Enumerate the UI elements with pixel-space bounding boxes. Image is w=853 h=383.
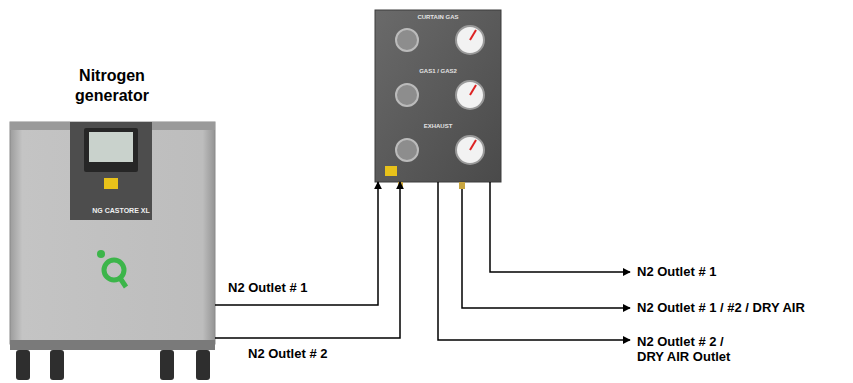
edge-label: N2 Outlet # 2 <box>248 346 327 361</box>
generator-cabinet <box>10 122 215 380</box>
outlet-label: N2 Outlet # 2 / DRY AIR Outlet <box>637 334 749 364</box>
panel-label: CURTAIN GAS <box>375 13 501 21</box>
generator-box: Nitrogen generatorNG CASTORE XL <box>10 122 215 344</box>
outlet-lines <box>438 182 630 340</box>
model-name: NG CASTORE XL <box>70 206 172 215</box>
outlet-label: N2 Outlet # 1 <box>637 264 837 279</box>
panel-label: GAS1 / GAS2 <box>375 67 501 75</box>
edge-label: N2 Outlet # 1 <box>228 280 307 295</box>
flow-arrow <box>215 182 400 338</box>
panel-label: EXHAUST <box>375 122 501 130</box>
node-heading: Nitrogen generator <box>62 66 162 106</box>
gas-control-box <box>375 10 501 189</box>
flow-arrow <box>215 182 378 305</box>
control-box: CURTAIN GAS GAS1 / GAS2EXHAUST <box>375 10 501 182</box>
outlet-label: N2 Outlet # 1 / #2 / DRY AIR <box>637 300 849 315</box>
